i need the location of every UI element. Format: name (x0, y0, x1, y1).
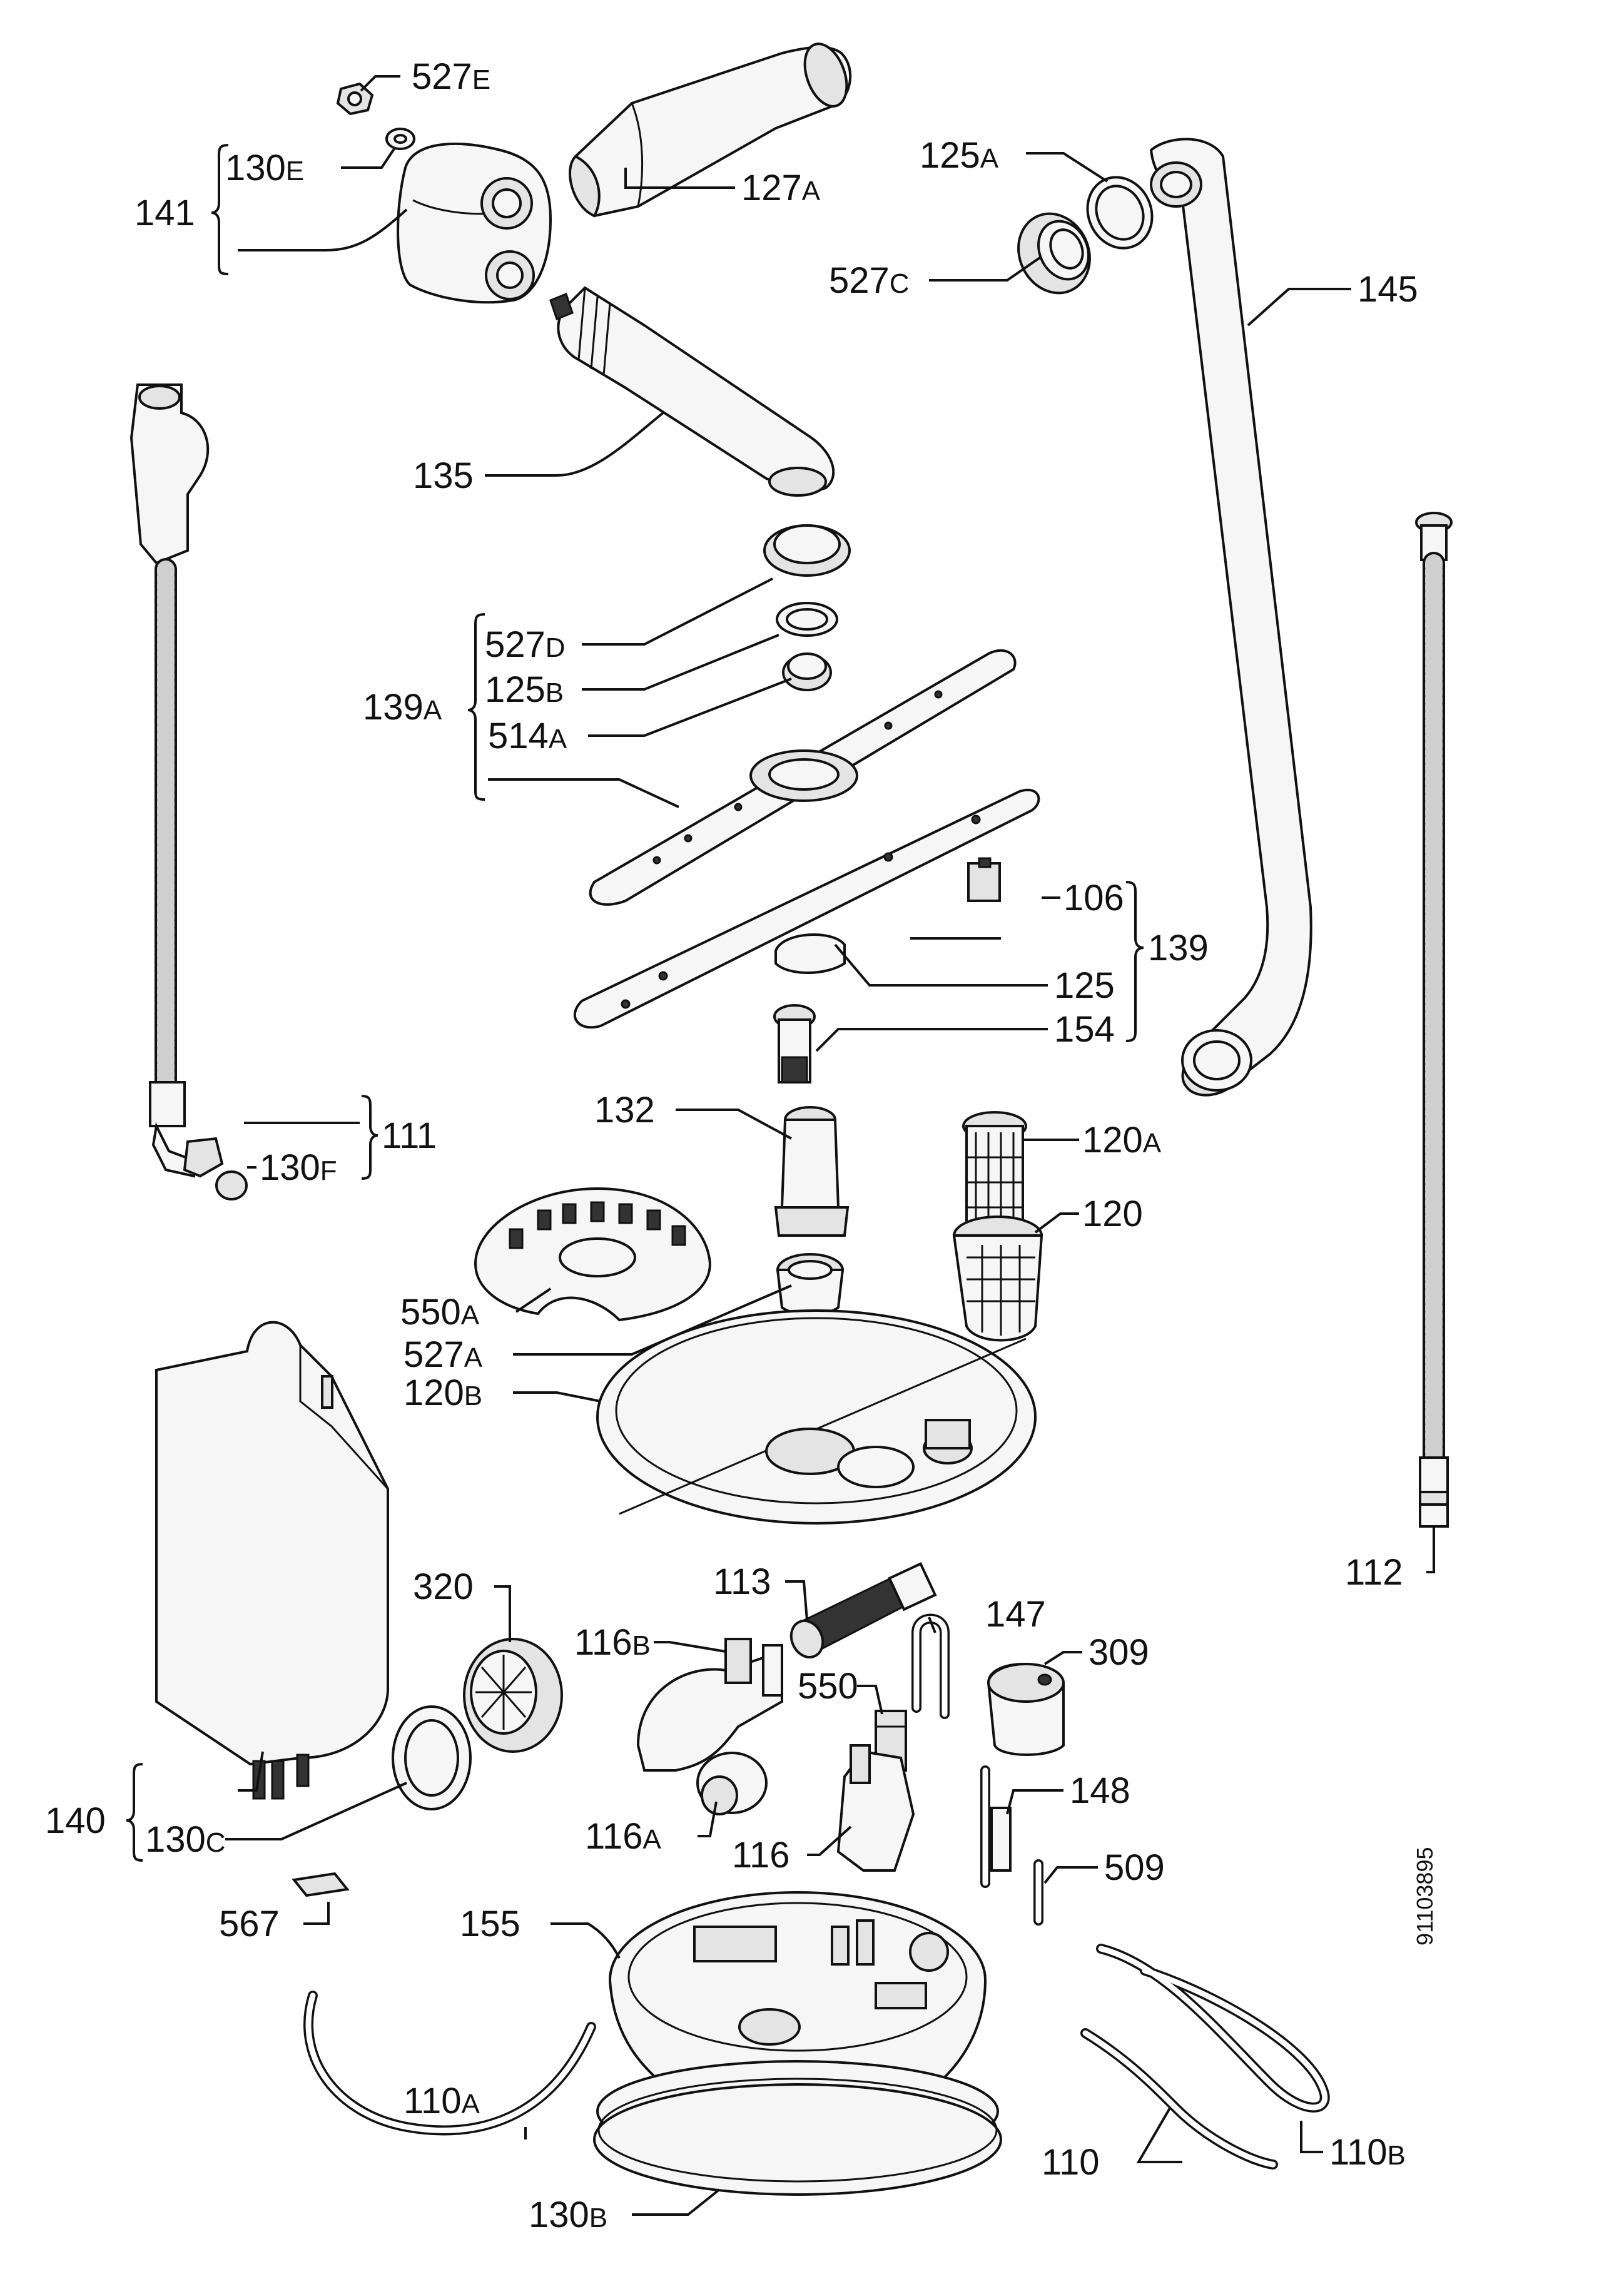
part-113-heater-element (789, 1562, 937, 1659)
label-125a: 125A (920, 135, 999, 176)
label-139a: 139A (363, 687, 442, 728)
brackets (126, 144, 1144, 1862)
label-130b: 130B (529, 2195, 607, 2235)
label-145: 145 (1358, 269, 1418, 310)
part-130e-washer (385, 128, 415, 150)
label-113: 113 (713, 1561, 771, 1602)
label-110b: 110B (1329, 2132, 1406, 2173)
label-130e: 130E (225, 148, 304, 188)
label-527a: 527A (403, 1334, 483, 1375)
label-514a: 514A (488, 716, 567, 756)
part-110a-wire (303, 1991, 596, 2136)
label-120b: 120B (403, 1373, 482, 1413)
part-111-inlet-hose (129, 383, 248, 1200)
part-148-clip (980, 1765, 1012, 1888)
label-527e: 527E (412, 56, 490, 97)
callout-labels: 527E 130E 141 127A 125A 527C 145 135 527… (45, 56, 1418, 2235)
part-132-connector (774, 1106, 850, 1237)
leader-lines (225, 75, 1435, 2216)
part-125a-ring (1086, 176, 1154, 250)
part-110b-hose (1096, 1944, 1330, 2113)
label-509: 509 (1104, 1847, 1165, 1888)
label-148: 148 (1070, 1770, 1130, 1811)
label-110: 110 (1042, 2142, 1099, 2183)
part-135-spray-tube (549, 286, 835, 497)
label-120a: 120A (1082, 1120, 1162, 1160)
part-550a-disc (474, 1187, 712, 1322)
part-527e-nut (336, 82, 374, 116)
part-130b-ring (593, 2078, 1002, 2196)
label-116: 116 (732, 1835, 789, 1875)
part-145-tube (1149, 138, 1312, 1097)
part-127a-pipe (569, 43, 852, 218)
part-116a-valve (696, 1752, 768, 1815)
label-309: 309 (1089, 1632, 1149, 1673)
part-147-clip (911, 1613, 950, 1719)
label-130f: 130F (260, 1147, 337, 1188)
label-112: 112 (1345, 1552, 1403, 1593)
part-116b-valve (636, 1638, 783, 1772)
part-130c-ring (392, 1705, 472, 1810)
label-155: 155 (460, 1904, 520, 1944)
label-139: 139 (1148, 928, 1209, 968)
label-527c: 527C (829, 260, 910, 301)
label-125b: 125B (485, 669, 564, 710)
part-116-valve (836, 1744, 915, 1872)
part-120a-fine-filter (962, 1111, 1027, 1227)
part-567-clip (292, 1872, 350, 1897)
part-120-filter (952, 1216, 1043, 1342)
label-527d: 527D (485, 624, 566, 665)
part-139a-upper-spray-arm (589, 524, 1017, 906)
label-135: 135 (413, 455, 474, 496)
label-125: 125 (1054, 965, 1115, 1006)
label-110a: 110A (403, 2081, 480, 2121)
drawing-number: 91103895 (1412, 1847, 1438, 1946)
part-140-softener (155, 1321, 389, 1800)
label-116a: 116A (585, 1816, 661, 1857)
label-116b: 116B (574, 1622, 651, 1663)
part-141-nozzle-holder (397, 142, 552, 304)
label-106: 106 (1063, 878, 1124, 918)
label-550a: 550A (400, 1292, 480, 1332)
label-141: 141 (134, 193, 195, 233)
part-320-pump-cover (463, 1638, 563, 1753)
label-132: 132 (594, 1090, 655, 1130)
part-110-hose (1080, 2028, 1278, 2170)
label-567: 567 (219, 1904, 280, 1944)
label-120: 120 (1082, 1194, 1143, 1234)
part-112-hose (1415, 512, 1453, 1528)
label-550: 550 (798, 1666, 858, 1707)
part-120b-filter-plate (596, 1309, 1037, 1525)
label-111: 111 (382, 1115, 437, 1156)
part-139-lower-spray-arm (573, 788, 1040, 1084)
label-147: 147 (985, 1594, 1046, 1635)
label-127a: 127A (741, 168, 821, 208)
label-320: 320 (413, 1566, 474, 1607)
label-154: 154 (1054, 1009, 1115, 1050)
part-527a-nut (776, 1253, 845, 1316)
label-130c: 130C (145, 1819, 226, 1860)
label-140: 140 (45, 1800, 106, 1841)
part-309-cap (987, 1663, 1065, 1756)
part-527c-nut (1017, 212, 1091, 295)
